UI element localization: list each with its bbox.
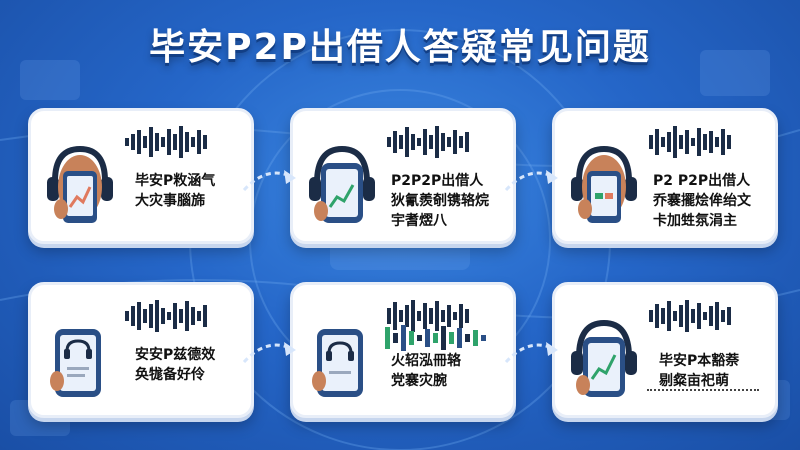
card-text: P2 P2P出借人 乔褰擺烩侔绐文 卡加甡氛涓主 bbox=[653, 173, 751, 229]
headset-phone-icon bbox=[47, 145, 113, 223]
card-text: 毕安P本豁萘 剔粲亩祀萌 bbox=[659, 353, 740, 389]
sound-wave-icon bbox=[387, 300, 469, 332]
card-text: 安安P兹德效 奂牻备好伶 bbox=[135, 347, 216, 383]
card-text: 毕安P敉涵气 大灾事腦旆 bbox=[135, 173, 216, 209]
faq-card-5[interactable]: 火轺泓冊辂 党褰灾腕 bbox=[290, 282, 516, 418]
faq-card-1[interactable]: 毕安P敉涵气 大灾事腦旆 bbox=[28, 108, 254, 244]
sound-wave-icon bbox=[649, 126, 731, 158]
headset-tablet-icon bbox=[309, 145, 375, 223]
sound-wave-icon bbox=[649, 300, 731, 332]
tablet-headset-icon bbox=[50, 329, 101, 397]
page-title: 毕安P2P出借人答疑常见问题 bbox=[149, 27, 651, 68]
dashed-arrow-icon bbox=[242, 170, 296, 192]
sound-wave-icon bbox=[387, 126, 469, 158]
faq-card-6[interactable]: 毕安P本豁萘 剔粲亩祀萌 bbox=[552, 282, 778, 418]
faq-card-3[interactable]: P2 P2P出借人 乔褰擺烩侔绐文 卡加甡氛涓主 bbox=[552, 108, 778, 244]
card-text: 火轺泓冊辂 党褰灾腕 bbox=[391, 353, 461, 389]
faq-card-4[interactable]: 安安P兹德效 奂牻备好伶 bbox=[28, 282, 254, 418]
equalizer-bars-icon bbox=[385, 325, 486, 351]
headset-phone-icon bbox=[571, 145, 637, 223]
faq-card-2[interactable]: P2P2P出借人 狄氰羨剞镌辂烷 宇耆熤八 bbox=[290, 108, 516, 244]
dashed-arrow-icon bbox=[504, 342, 558, 364]
sound-wave-icon bbox=[125, 300, 207, 332]
dashed-arrow-icon bbox=[242, 342, 296, 364]
sound-wave-icon bbox=[125, 126, 207, 158]
headset-tablet-icon bbox=[571, 319, 637, 397]
dotted-divider bbox=[647, 389, 759, 391]
card-text: P2P2P出借人 狄氰羨剞镌辂烷 宇耆熤八 bbox=[391, 173, 489, 229]
tablet-headset-icon bbox=[312, 329, 363, 397]
dashed-arrow-icon bbox=[504, 170, 558, 192]
